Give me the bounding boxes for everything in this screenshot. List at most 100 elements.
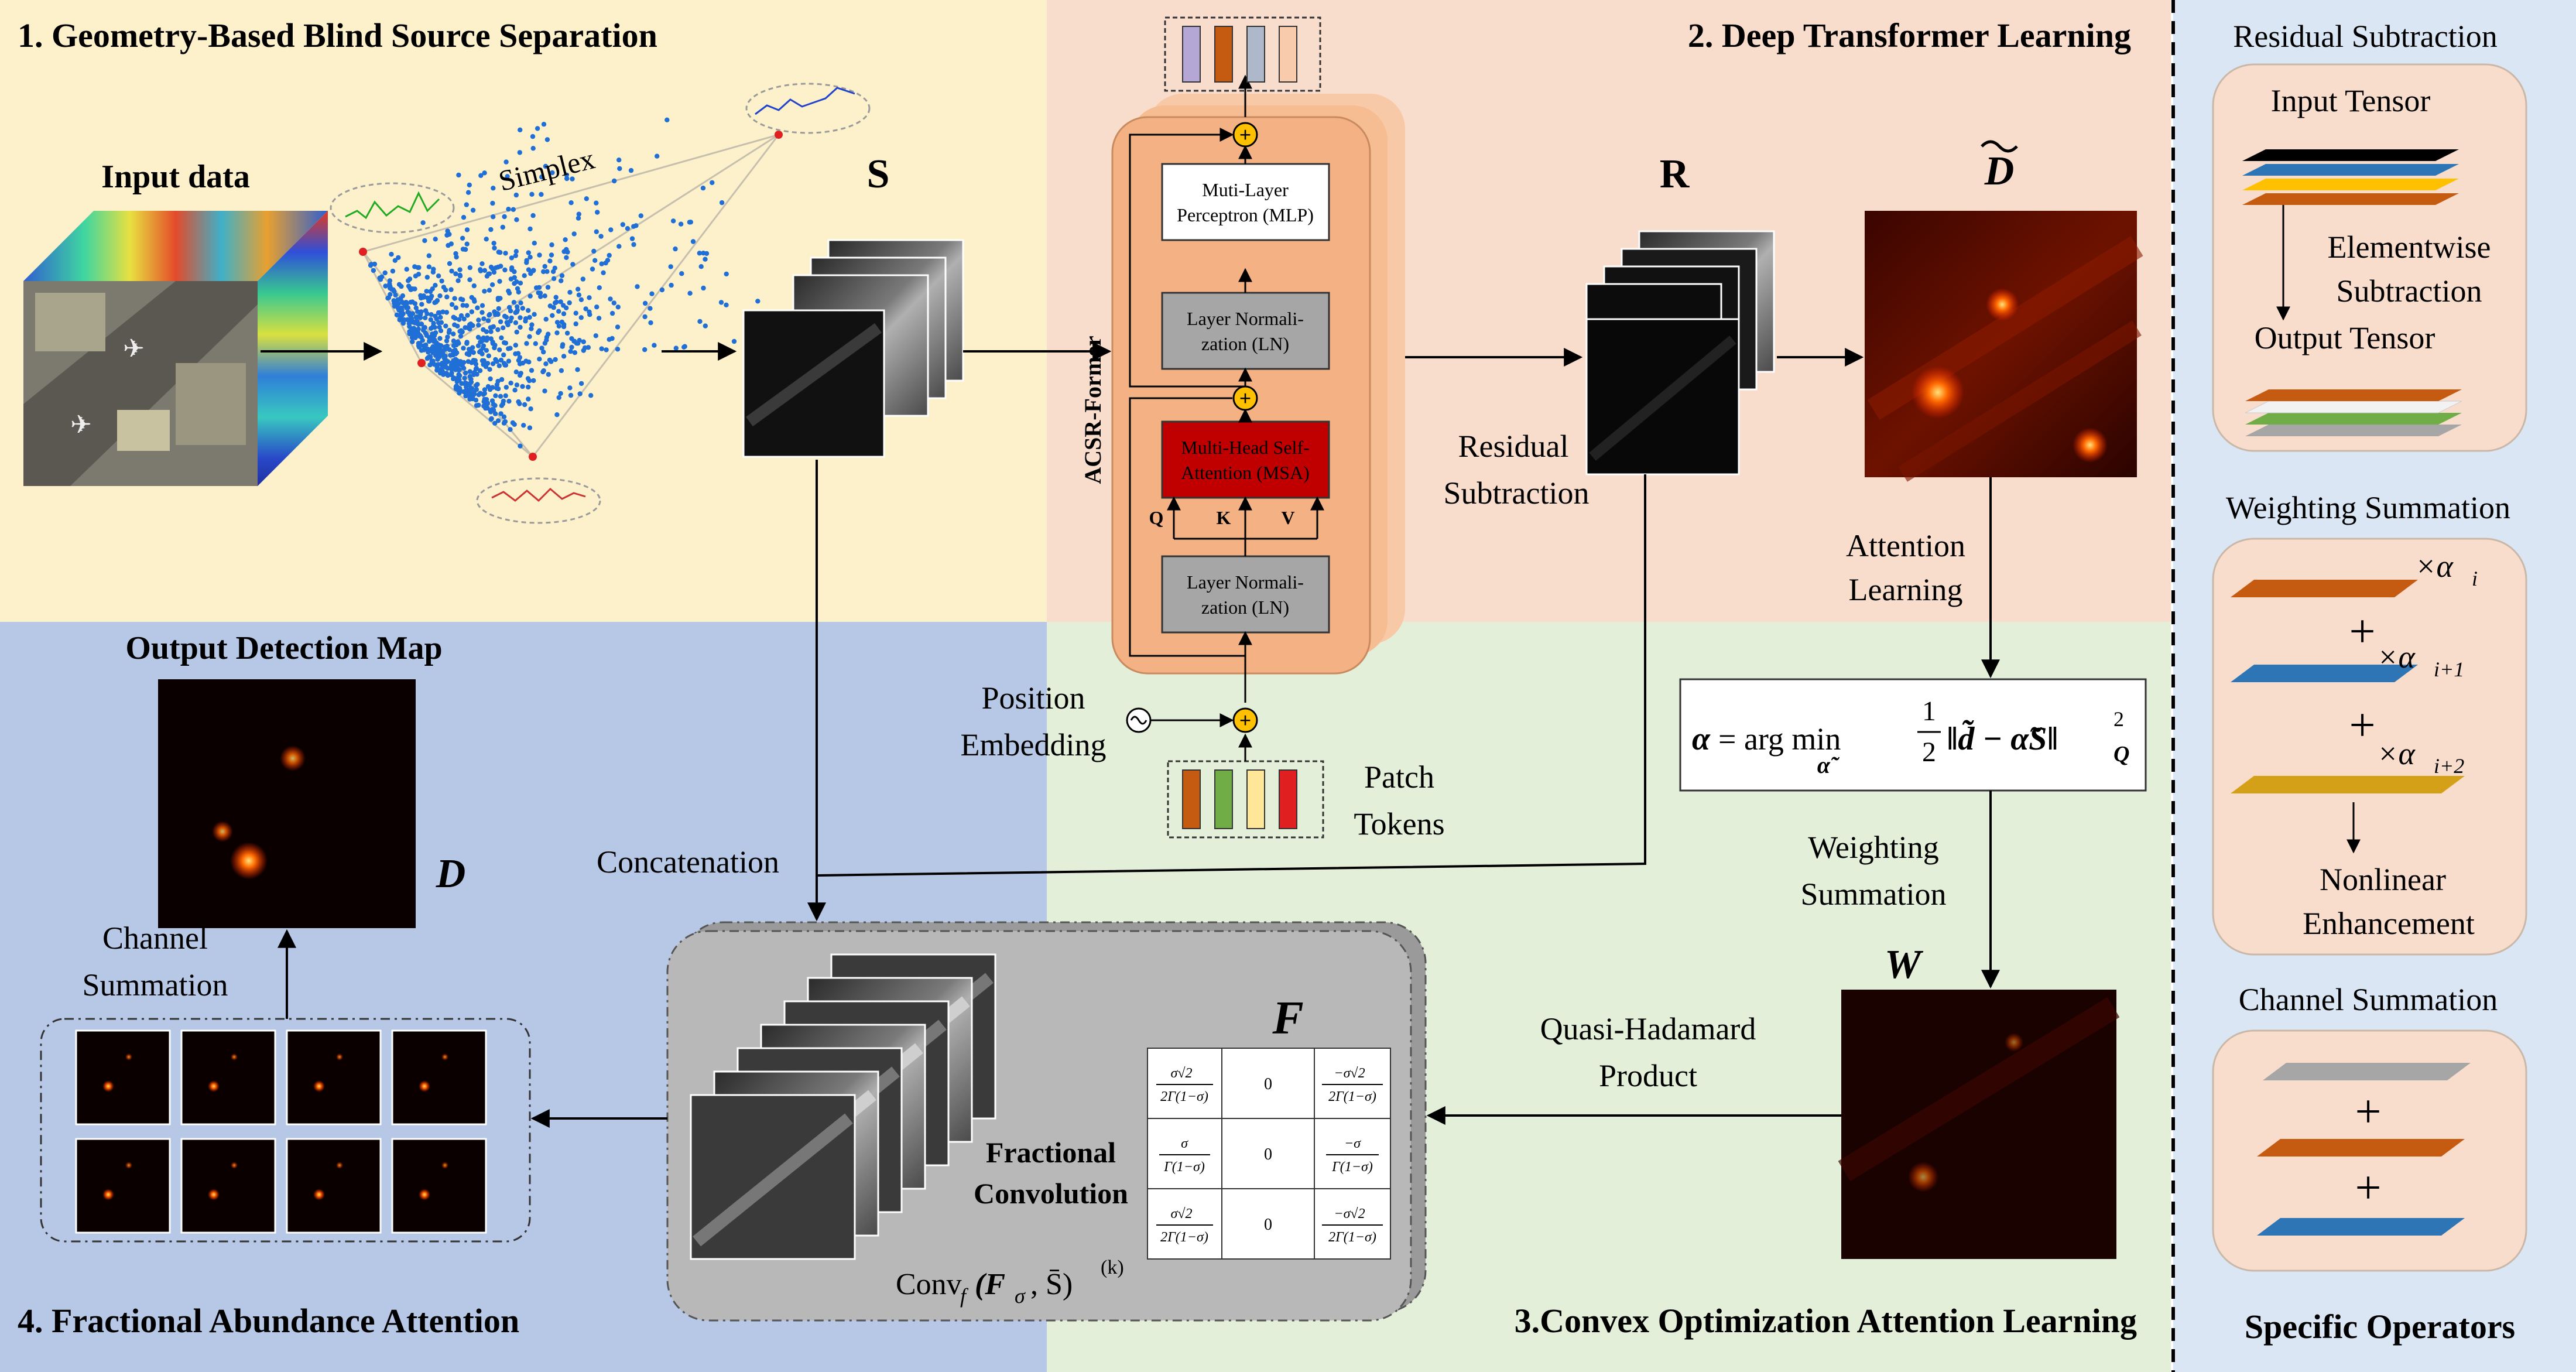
- op-elementwise-label-1: Elementwise: [2328, 230, 2491, 265]
- d-tilde-label: D: [1984, 149, 2015, 194]
- transformer-wiring: [1129, 74, 1324, 703]
- op-elementwise-label-2: Subtraction: [2337, 273, 2482, 309]
- acsr-former-label: ACSR-Former: [1080, 336, 1106, 484]
- concatenation-label: Concatenation: [597, 844, 779, 880]
- output-detection-map-label: Output Detection Map: [125, 630, 442, 666]
- svg-text:Layer Normali-: Layer Normali-: [1187, 572, 1304, 593]
- d-tilde-tilde: [1981, 140, 2018, 153]
- svg-text:i+1: i+1: [2434, 658, 2464, 681]
- svg-text:×α: ×α: [2415, 549, 2454, 584]
- d-output-label: D: [436, 851, 466, 897]
- mlp-box: Muti-Layer Perceptron (MLP): [1161, 163, 1330, 241]
- channel-summation-label-1: Channel: [102, 921, 208, 956]
- section-3-title: 3.Convex Optimization Attention Learning: [1515, 1302, 2137, 1340]
- fractional-convolution-label-1: Fractional: [986, 1136, 1116, 1169]
- op-weight-layer-1: [2231, 580, 2418, 597]
- msa-box: Multi-Head Self- Attention (MSA): [1161, 420, 1330, 499]
- svg-text:σ: σ: [1181, 1136, 1188, 1151]
- quasi-hadamard-label-2: Product: [1599, 1058, 1697, 1093]
- patch-tokens-label-2: Tokens: [1354, 806, 1444, 841]
- k-label: K: [1217, 507, 1231, 528]
- svg-text:Γ(1−σ): Γ(1−σ): [1163, 1159, 1205, 1175]
- svg-text:(F: (F: [975, 1268, 1005, 1301]
- q-label: Q: [1149, 507, 1164, 528]
- op-channel-layer-3: [2257, 1218, 2465, 1236]
- position-embedding-label-1: Position: [981, 680, 1085, 716]
- simplex-plot: [330, 83, 871, 524]
- specific-operators-title: Specific Operators: [2245, 1308, 2515, 1346]
- attention-learning-label-1: Attention: [1846, 528, 1965, 563]
- svg-text:1: 1: [1922, 696, 1936, 727]
- channel-maps-grid: [40, 1018, 531, 1243]
- op-weight-layer-2: [2231, 665, 2418, 682]
- layer-norm-bottom-box: Layer Normali- zation (LN): [1161, 555, 1330, 634]
- op-channel-plus-2: +: [2355, 1162, 2381, 1214]
- optimization-equation: α = arg min α̃ 1 2 ‖d̃ − α̃S‖ 2 Q: [1679, 678, 2147, 792]
- section-2-title: 2. Deep Transformer Learning: [1688, 16, 2131, 54]
- w-label: W: [1885, 942, 1924, 987]
- svg-text:Conv: Conv: [896, 1268, 962, 1301]
- svg-text:×α: ×α: [2377, 736, 2416, 771]
- op-input-tensor-label: Input Tensor: [2271, 83, 2431, 118]
- svg-text:−σ: −σ: [1344, 1136, 1361, 1151]
- conv-formula: Conv f (F σ , S̄) (k): [896, 1257, 1124, 1308]
- op-output-tensor-stack: [2245, 389, 2462, 436]
- svg-text:, S̄): , S̄): [1030, 1268, 1073, 1301]
- residual-subtraction-label-1: Residual: [1458, 429, 1569, 464]
- svg-text:(k): (k): [1101, 1257, 1124, 1278]
- op-weight-plus-1: +: [2349, 606, 2375, 658]
- svg-text:Q: Q: [2113, 742, 2129, 767]
- op-channel-layer-1: [2263, 1063, 2471, 1080]
- op-channel-plus-1: +: [2355, 1086, 2381, 1138]
- weighting-summation-label-2: Summation: [1800, 877, 1946, 912]
- simplex-scatter-dots: [368, 117, 798, 449]
- svg-text:zation (LN): zation (LN): [1201, 597, 1289, 618]
- quasi-hadamard-label-1: Quasi-Hadamard: [1540, 1011, 1756, 1046]
- residual-subtraction-label-2: Subtraction: [1444, 475, 1590, 511]
- svg-text:Perceptron (MLP): Perceptron (MLP): [1177, 204, 1314, 225]
- svg-text:×α: ×α: [2377, 639, 2416, 675]
- op-input-tensor-stack: [2242, 149, 2459, 205]
- attention-learning-label-2: Learning: [1849, 572, 1963, 607]
- svg-text:2: 2: [2113, 707, 2124, 731]
- svg-text:α: α: [1692, 721, 1711, 757]
- svg-text:σ√2: σ√2: [1170, 1066, 1192, 1081]
- svg-text:+: +: [1239, 709, 1252, 732]
- svg-text:+: +: [1239, 386, 1252, 410]
- r-image-stack: [1585, 230, 1775, 475]
- output-detection-map: [158, 679, 416, 928]
- flow-arrows: [261, 342, 2000, 1128]
- svg-text:σ: σ: [1015, 1284, 1026, 1308]
- svg-text:+: +: [1239, 123, 1252, 146]
- svg-text:Muti-Layer: Muti-Layer: [1202, 179, 1289, 200]
- svg-text:2Γ(1−σ): 2Γ(1−σ): [1328, 1230, 1376, 1245]
- s-label: S: [867, 152, 890, 197]
- output-token-strip: [1164, 16, 1321, 92]
- op-nonlinear-label-1: Nonlinear: [2320, 862, 2446, 897]
- svg-text:Attention (MSA): Attention (MSA): [1181, 462, 1310, 483]
- svg-text:Multi-Head Self-: Multi-Head Self-: [1181, 437, 1310, 458]
- s-image-stack: [742, 239, 964, 458]
- svg-text:zation (LN): zation (LN): [1201, 333, 1289, 354]
- svg-text:✈: ✈: [123, 334, 145, 363]
- svg-text:i+2: i+2: [2434, 754, 2464, 778]
- r-label: R: [1660, 152, 1690, 197]
- svg-text:2: 2: [1922, 737, 1936, 768]
- input-data-cube: ✈ ✈: [23, 211, 328, 486]
- patch-tokens-label-1: Patch: [1364, 759, 1434, 795]
- op-weighting-summation-title: Weighting Summation: [2226, 490, 2510, 525]
- svg-text:✈: ✈: [70, 410, 92, 439]
- svg-text:0: 0: [1264, 1145, 1272, 1164]
- fractional-convolution-label-2: Convolution: [974, 1177, 1128, 1210]
- svg-text:Γ(1−σ): Γ(1−σ): [1331, 1159, 1373, 1175]
- svg-text:i: i: [2472, 567, 2478, 590]
- position-embedding-label-2: Embedding: [961, 727, 1107, 762]
- op-weighting-box: [2212, 538, 2527, 956]
- f-matrix: σ√2 2Γ(1−σ) 0 −σ√2 2Γ(1−σ) σ Γ(1−σ) 0 −σ…: [1147, 1048, 1391, 1260]
- svg-text:−σ√2: −σ√2: [1334, 1206, 1365, 1222]
- svg-text:2Γ(1−σ): 2Γ(1−σ): [1328, 1089, 1376, 1104]
- op-channel-layer-2: [2257, 1139, 2465, 1157]
- op-residual-subtraction-title: Residual Subtraction: [2233, 19, 2497, 54]
